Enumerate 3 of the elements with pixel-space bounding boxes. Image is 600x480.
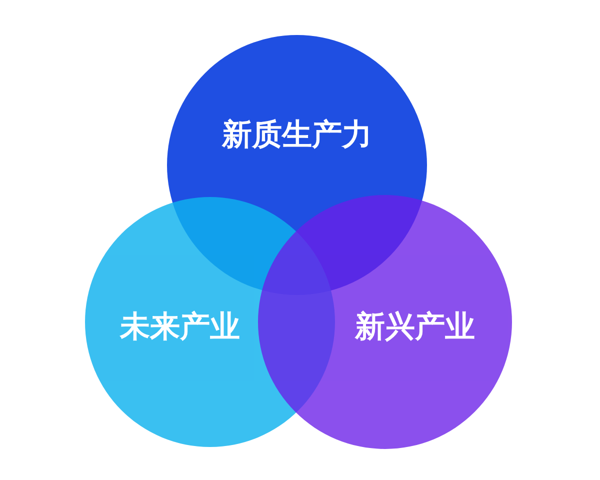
circle-label: 新质生产力 [222, 116, 372, 154]
circle-label: 未来产业 [120, 308, 240, 346]
circle-label: 新兴产业 [355, 308, 475, 346]
